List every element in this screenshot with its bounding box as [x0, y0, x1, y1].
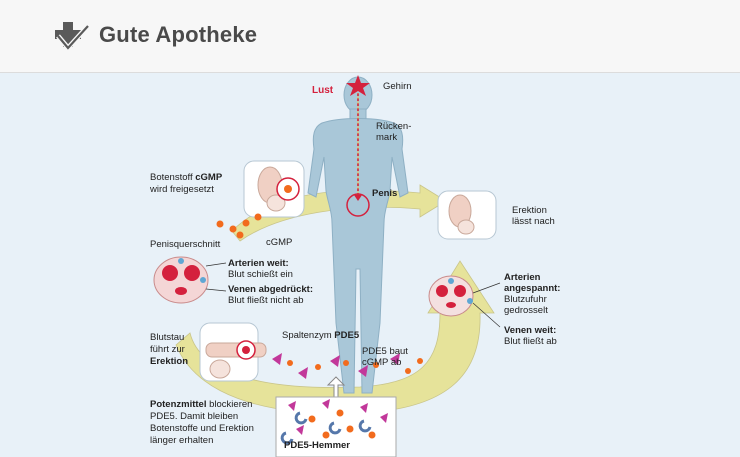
site-header: Gute Apotheke [0, 0, 740, 73]
label-cgmp: cGMP [266, 237, 293, 248]
label-blut-fliesst-ab: Blut fließt ab [504, 336, 557, 347]
label-botenstoff-cgmp: cGMP [195, 172, 223, 183]
label-spaltenzym-prefix: Spaltenzym [282, 330, 332, 341]
label-blutzufuhr-1: Blutzufuhr [504, 294, 547, 305]
pde5-enzymes [272, 353, 400, 379]
label-arterien-angespannt-1: Arterien [504, 272, 541, 283]
label-potenzmittel-line-3: Botenstoffe und Erektion [150, 423, 254, 434]
cgmp-dots [216, 213, 262, 239]
erection-subsides-illustration [437, 190, 497, 240]
label-rueckenmark-2: mark [376, 132, 398, 143]
cgmp-dots-bottom [287, 358, 423, 374]
pde5-inhibitor-box [275, 376, 397, 457]
label-blut-schiesst: Blut schießt ein [228, 269, 293, 280]
label-blutstau-1: Blutstau [150, 332, 185, 343]
label-spaltenzym-pde5: PDE5 [334, 330, 360, 341]
label-blut-fliesst-nicht: Blut fließt nicht ab [228, 295, 304, 306]
label-arterien-angespannt-2: angespannt: [504, 283, 561, 294]
label-rueckenmark-1: Rücken- [376, 121, 412, 132]
label-penis: Penis [372, 188, 398, 199]
label-arterien-weit: Arterien weit: [228, 258, 289, 269]
diagram-illustration [153, 75, 501, 457]
label-potenzmittel-line-1: Potenzmittel blockieren [150, 399, 252, 411]
label-potenzmittel-bold: Potenzmittel [150, 399, 207, 410]
label-erektion-laesst-2: lässt nach [512, 216, 555, 227]
pharmacy-cross-check-icon[interactable] [54, 22, 90, 52]
label-venen-abgedrueckt: Venen abgedrückt: [228, 284, 313, 295]
label-pde5-hemmer: PDE5-Hemmer [284, 440, 350, 451]
label-potenzmittel-line-4: länger erhalten [150, 435, 214, 446]
brand-name[interactable]: Gute Apotheke [99, 22, 258, 47]
pde5-mechanism-diagram: Lust Gehirn Rücken- mark Penis Botenstof… [0, 73, 740, 457]
label-lust: Lust [312, 85, 334, 96]
label-botenstoff-line-2: wird freigesetzt [150, 184, 214, 195]
label-blutzufuhr-2: gedrosselt [504, 305, 548, 316]
label-botenstoff-line-1: Botenstoff cGMP [150, 172, 222, 184]
label-blutstau-2: führt zur [150, 344, 185, 355]
relaxed-cross-section-illustration [428, 275, 474, 317]
label-erektion-laesst-1: Erektion [512, 205, 547, 216]
label-gehirn: Gehirn [383, 81, 412, 92]
brain-star-icon [346, 75, 370, 96]
label-venen-weit: Venen weit: [504, 325, 557, 336]
cgmp-release-illustration [243, 160, 305, 218]
label-pde5-baut-2: cGMP ab [362, 357, 402, 368]
erection-illustration [199, 322, 267, 382]
label-potenzmittel-line-2: PDE5. Damit bleiben [150, 411, 239, 422]
label-potenzmittel-blockieren: blockieren [209, 399, 253, 410]
penis-cross-section-illustration [153, 256, 209, 304]
label-pde5-baut-1: PDE5 baut [362, 346, 408, 357]
label-blutstau-3: Erektion [150, 356, 189, 367]
cycle-arrow-bottom [175, 260, 495, 414]
label-spaltenzym: Spaltenzym PDE5 [282, 330, 359, 342]
label-penisquerschnitt: Penisquerschnitt [150, 239, 221, 250]
label-botenstoff-prefix: Botenstoff [150, 172, 193, 183]
